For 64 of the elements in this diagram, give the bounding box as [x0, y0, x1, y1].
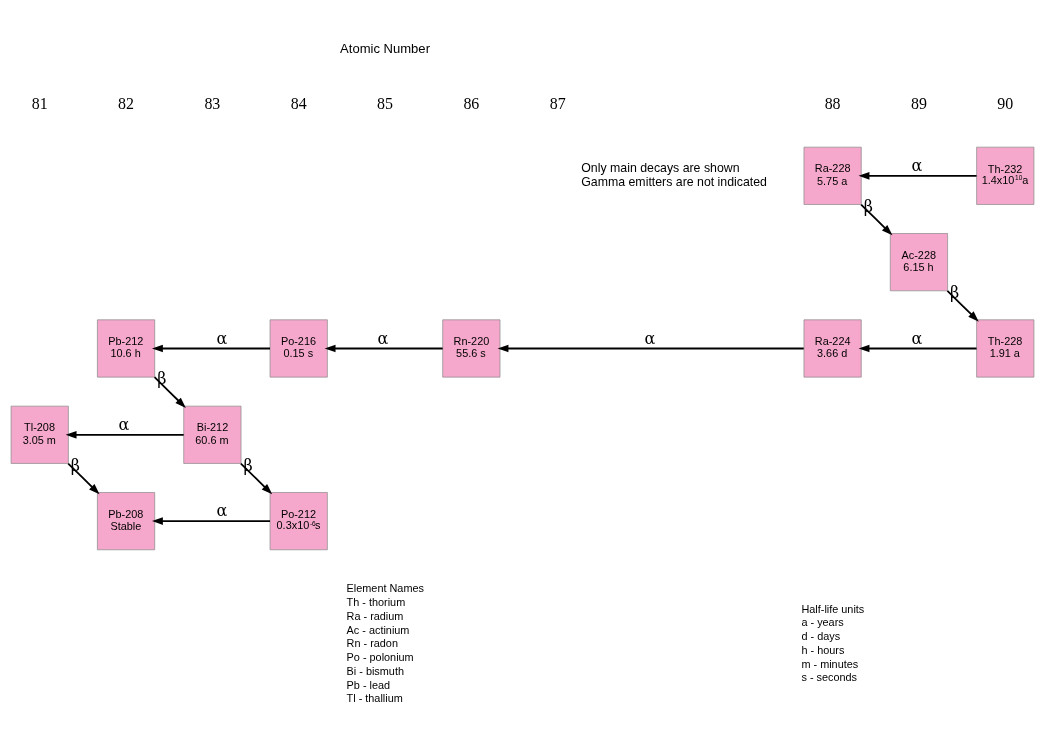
label: Gamma emitters are not indicated	[581, 174, 767, 189]
node-box: Pb-208 Stable	[97, 491, 156, 550]
label: Rn - radon	[346, 636, 398, 649]
arrow	[65, 430, 185, 439]
edge-label: α	[644, 328, 656, 348]
edge-label: β	[157, 368, 167, 388]
label: 81	[31, 94, 48, 112]
arrow	[858, 171, 978, 180]
edge-label: α	[216, 328, 228, 348]
arrow	[946, 289, 979, 322]
edge-label: α	[377, 328, 389, 348]
label: 90	[997, 94, 1014, 112]
label: 84	[290, 94, 307, 112]
edge-label: β	[243, 455, 253, 475]
label: Po - polonium	[346, 650, 414, 663]
label: 86	[463, 94, 480, 112]
node-box: Th-232 1.4x10$^{10}$a	[976, 146, 1035, 205]
node-box: Bi-212 60.6 m	[183, 405, 242, 464]
edge-label: α	[911, 155, 923, 175]
edge-label: β	[950, 282, 960, 302]
edge-label: β	[70, 455, 81, 475]
label: 85	[377, 94, 393, 112]
arrow	[858, 344, 978, 352]
label: Th - thorium	[346, 595, 406, 608]
label: Ra - radium	[346, 609, 404, 622]
node-box: Ac-228 6.15 h	[889, 232, 948, 291]
arrow	[239, 462, 273, 494]
label: 88	[824, 94, 841, 112]
node-box: Pb-212 10.6 h	[97, 318, 156, 377]
arrow	[324, 344, 444, 352]
label: s - seconds	[801, 670, 858, 683]
node-box: Ra-228 5.75 a	[803, 146, 862, 205]
arrow	[497, 344, 805, 352]
label: 89	[910, 94, 927, 112]
edge-label: α	[216, 500, 228, 520]
node-box: Po-212 0.3x10$^{-6}$s	[269, 491, 328, 550]
arrow	[151, 516, 271, 525]
label: Ac - actinium	[346, 623, 410, 636]
node-box: Th-228 1.91 a	[976, 318, 1035, 377]
label: 87	[549, 94, 566, 112]
label: a - years	[801, 615, 844, 628]
label: 83	[204, 94, 221, 112]
label: Atomic Number	[340, 40, 430, 56]
label: m - minutes	[801, 657, 859, 670]
arrow	[153, 375, 186, 408]
node-box: Rn-220 55.6 s	[442, 318, 501, 377]
label: Half-life units	[801, 602, 865, 615]
label: d - days	[801, 629, 841, 642]
label: Element Names	[346, 581, 424, 594]
edge-label: β	[863, 196, 873, 216]
label: Tl - thallium	[346, 691, 403, 704]
arrow	[152, 344, 271, 352]
label: 82	[118, 94, 135, 112]
label: Bi - bismuth	[346, 664, 405, 677]
node-box: Ra-224 3.66 d	[803, 318, 862, 377]
label: h - hours	[801, 643, 845, 656]
edge-label: α	[911, 328, 923, 348]
label: Only main decays are shown	[581, 160, 740, 175]
arrow	[67, 462, 100, 494]
edge-label: α	[118, 414, 130, 434]
node-box: Po-216 0.15 s	[269, 318, 328, 377]
label: Pb - lead	[346, 678, 391, 691]
arrow	[860, 203, 893, 235]
node-box: Tl-208 3.05 m	[10, 405, 69, 464]
